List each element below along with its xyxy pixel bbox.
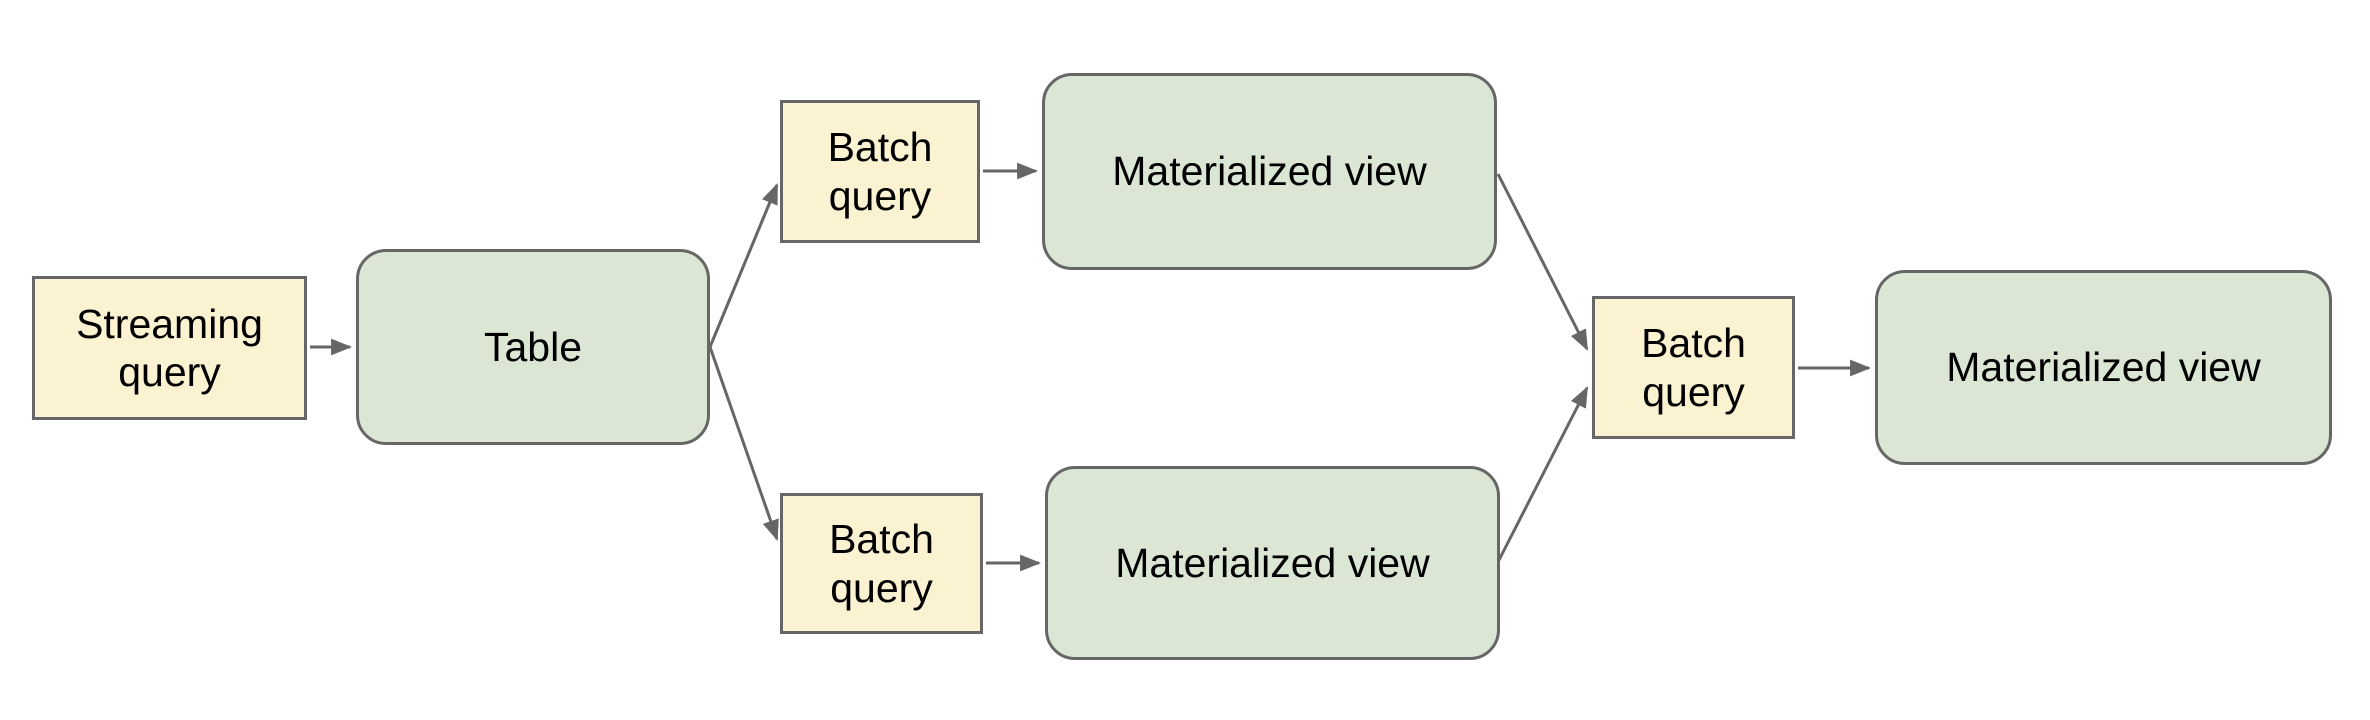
node-streaming-query-label: Streaming query	[76, 300, 263, 395]
node-batch-query-top: Batch query	[780, 100, 980, 243]
node-batch-query-bottom-label: Batch query	[829, 516, 934, 611]
node-materialized-view-right: Materialized view	[1875, 270, 2332, 465]
edge-table-to-batch-query-bottom	[708, 346, 779, 541]
node-batch-query-top-label: Batch query	[827, 124, 933, 219]
node-batch-query-bottom: Batch query	[780, 493, 983, 634]
node-materialized-view-top-label: Materialized view	[1112, 148, 1427, 195]
node-batch-query-right-label: Batch query	[1641, 320, 1746, 415]
node-table-label: Table	[483, 323, 582, 370]
node-batch-query-right: Batch query	[1592, 296, 1795, 439]
edge-materialized-view-top-to-batch-query-right	[1496, 173, 1589, 351]
node-materialized-view-bottom: Materialized view	[1045, 466, 1500, 660]
edge-materialized-view-bottom-to-batch-query-right	[1496, 386, 1589, 563]
node-streaming-query: Streaming query	[32, 276, 307, 420]
edge-table-to-batch-query-top	[708, 183, 779, 348]
node-table: Table	[356, 249, 710, 445]
node-materialized-view-right-label: Materialized view	[1946, 344, 2261, 391]
node-materialized-view-top: Materialized view	[1042, 73, 1497, 270]
node-materialized-view-bottom-label: Materialized view	[1115, 539, 1430, 586]
